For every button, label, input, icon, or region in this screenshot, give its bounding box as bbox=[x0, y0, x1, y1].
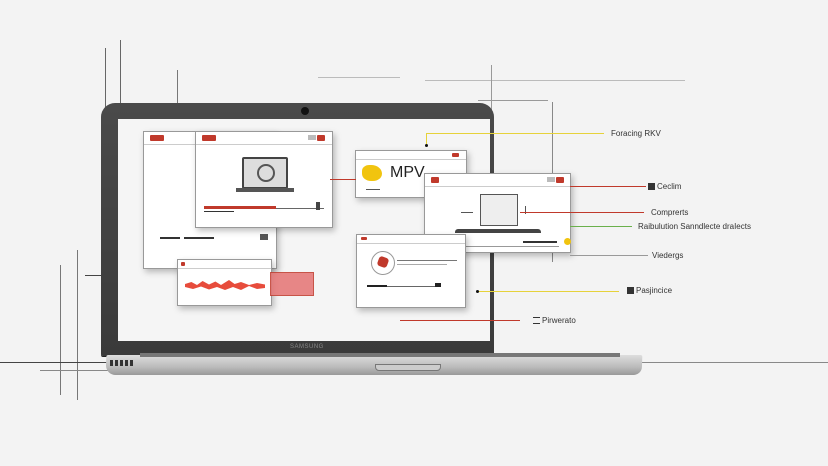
laptop-play-icon bbox=[242, 157, 288, 189]
laptop-stand bbox=[236, 188, 294, 192]
film-icon bbox=[648, 183, 655, 190]
slider-fill bbox=[367, 285, 387, 287]
callout-label: Raibulution Sanndlecte draIects bbox=[638, 222, 751, 231]
window-logo bbox=[431, 177, 439, 183]
callout-line bbox=[330, 179, 356, 180]
text-line bbox=[397, 264, 447, 265]
laptop-brand: SAMSUNG bbox=[290, 344, 324, 350]
callout-label: Viedergs bbox=[652, 251, 684, 260]
left-diagram-icon bbox=[461, 206, 473, 213]
guide-line bbox=[120, 40, 121, 108]
media-player-window[interactable] bbox=[195, 131, 333, 228]
callout-line bbox=[570, 186, 646, 187]
yellow-badge-icon bbox=[564, 238, 571, 245]
guide-line bbox=[318, 77, 400, 78]
text-line bbox=[366, 189, 380, 190]
mpv-logo-icon bbox=[362, 165, 382, 181]
callout-forcing-rkv: Foracing RKV bbox=[611, 129, 661, 138]
callout-label: Pirwerato bbox=[542, 316, 576, 325]
table-line bbox=[0, 362, 110, 363]
guide-line bbox=[77, 250, 78, 400]
text-line bbox=[184, 237, 214, 239]
window-logo bbox=[361, 237, 367, 240]
close-button[interactable] bbox=[556, 177, 564, 183]
callout-line bbox=[426, 133, 604, 134]
text-line bbox=[160, 237, 180, 239]
connector-dot bbox=[476, 290, 479, 293]
audio-waveform-window[interactable] bbox=[177, 259, 272, 306]
guide-line bbox=[478, 100, 548, 101]
callout-line bbox=[570, 255, 648, 256]
callout-label: Pasjincice bbox=[636, 286, 673, 295]
callout-viedergs: Viedergs bbox=[652, 251, 683, 260]
callout-label: Foracing RKV bbox=[611, 129, 661, 138]
callout-line bbox=[570, 226, 632, 227]
slider-handle[interactable] bbox=[435, 283, 441, 287]
window-titlebar bbox=[425, 174, 570, 187]
waveform-icon bbox=[185, 280, 265, 290]
callout-pasjincice: Pasjincice bbox=[627, 286, 672, 295]
minimize-button[interactable] bbox=[547, 177, 555, 182]
callout-label: Ceclim bbox=[657, 182, 682, 191]
platform bbox=[455, 229, 541, 233]
callout-line bbox=[477, 291, 619, 292]
window-titlebar bbox=[196, 132, 332, 145]
window-titlebar bbox=[356, 151, 466, 160]
text-line bbox=[397, 260, 457, 261]
text-line bbox=[523, 241, 557, 243]
profile-map-icon bbox=[371, 251, 395, 275]
callout-pirwerato: Pirwerato bbox=[533, 316, 576, 325]
window-titlebar bbox=[178, 260, 271, 269]
devices-icon bbox=[480, 194, 518, 226]
guide-line bbox=[425, 80, 685, 81]
trackpad-notch bbox=[375, 364, 441, 371]
text-line bbox=[435, 246, 559, 247]
guide-line bbox=[60, 265, 61, 395]
minimize-button[interactable] bbox=[308, 135, 316, 140]
keyboard-edge bbox=[140, 353, 620, 357]
controls-icon[interactable] bbox=[260, 234, 268, 240]
profile-window[interactable] bbox=[356, 234, 466, 308]
image-icon bbox=[627, 287, 634, 294]
callout-line bbox=[400, 320, 520, 321]
slider-track[interactable] bbox=[367, 286, 437, 287]
table-line bbox=[40, 370, 120, 371]
close-button[interactable] bbox=[317, 135, 325, 141]
callout-ceclim: Ceclim bbox=[648, 182, 681, 191]
progress-fill bbox=[204, 206, 276, 209]
window-titlebar bbox=[357, 235, 465, 244]
callout-label: Comprerts bbox=[651, 208, 689, 217]
window-logo bbox=[150, 135, 164, 141]
guide-line bbox=[105, 48, 106, 108]
guide-line bbox=[177, 70, 178, 105]
waveform-selection[interactable] bbox=[270, 272, 314, 296]
table-line bbox=[640, 362, 828, 363]
window-logo bbox=[181, 262, 185, 266]
callout-line bbox=[520, 212, 644, 213]
mpv-title: MPV bbox=[390, 164, 425, 181]
buffer-bar bbox=[204, 211, 234, 212]
connector-dot bbox=[425, 144, 428, 147]
window-logo bbox=[202, 135, 216, 141]
list-icon bbox=[533, 317, 540, 324]
callout-line bbox=[426, 133, 427, 145]
volume-icon[interactable] bbox=[316, 202, 320, 210]
right-diagram-icon bbox=[525, 206, 536, 214]
callout-comprerts: Comprerts bbox=[651, 208, 688, 217]
camera-icon bbox=[301, 107, 309, 115]
close-button[interactable] bbox=[452, 153, 459, 157]
laptop-base bbox=[105, 355, 643, 375]
vents bbox=[110, 360, 133, 366]
guide-line bbox=[491, 65, 492, 110]
callout-raibulution: Raibulution Sanndlecte draIects bbox=[638, 222, 751, 231]
